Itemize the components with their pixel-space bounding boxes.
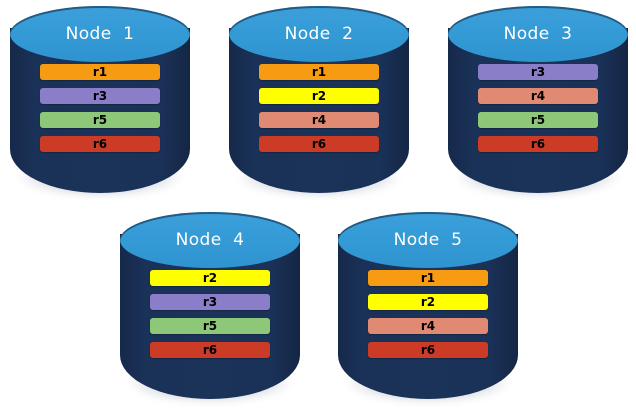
replica-r5[interactable]: r5 — [40, 112, 160, 128]
replica-r2[interactable]: r2 — [368, 294, 488, 310]
replica-list: r1 r2 r4 r6 — [368, 270, 488, 358]
replica-r3[interactable]: r3 — [478, 64, 598, 80]
replica-list: r2 r3 r5 r6 — [150, 270, 270, 358]
replica-r1[interactable]: r1 — [368, 270, 488, 286]
replica-r6[interactable]: r6 — [259, 136, 379, 152]
replica-r3[interactable]: r3 — [150, 294, 270, 310]
replica-r6[interactable]: r6 — [478, 136, 598, 152]
replica-r5[interactable]: r5 — [478, 112, 598, 128]
replica-r6[interactable]: r6 — [150, 342, 270, 358]
cylinder-top — [10, 6, 190, 62]
replica-r5[interactable]: r5 — [150, 318, 270, 334]
cylinder-top — [338, 212, 518, 268]
replica-r2[interactable]: r2 — [150, 270, 270, 286]
replica-r4[interactable]: r4 — [259, 112, 379, 128]
replica-r4[interactable]: r4 — [478, 88, 598, 104]
replica-list: r3 r4 r5 r6 — [478, 64, 598, 152]
replica-r3[interactable]: r3 — [40, 88, 160, 104]
cylinder-top — [120, 212, 300, 268]
replica-r6[interactable]: r6 — [368, 342, 488, 358]
cylinder-top — [448, 6, 628, 62]
replica-r1[interactable]: r1 — [259, 64, 379, 80]
replica-r2[interactable]: r2 — [259, 88, 379, 104]
cylinder-top — [229, 6, 409, 62]
replica-list: r1 r3 r5 r6 — [40, 64, 160, 152]
replica-r6[interactable]: r6 — [40, 136, 160, 152]
replica-r4[interactable]: r4 — [368, 318, 488, 334]
replica-r1[interactable]: r1 — [40, 64, 160, 80]
replica-list: r1 r2 r4 r6 — [259, 64, 379, 152]
